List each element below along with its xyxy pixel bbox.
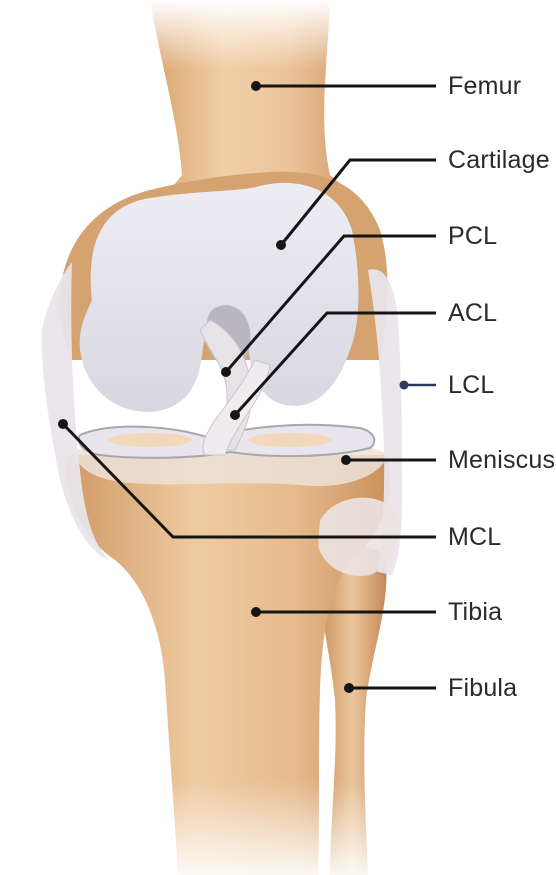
acl-label: ACL: [448, 298, 497, 328]
acl-dot: [230, 410, 240, 420]
lcl-label: LCL: [448, 370, 494, 400]
pcl-dot: [221, 367, 231, 377]
cartilage-dot: [276, 240, 286, 250]
femur-dot: [251, 81, 261, 91]
tibia-label: Tibia: [448, 597, 502, 627]
cartilage-label: Cartilage: [448, 145, 550, 175]
meniscus-dot: [341, 455, 351, 465]
femur-label: Femur: [448, 71, 521, 101]
lcl-dot: [400, 381, 409, 390]
fibula-dot: [344, 683, 354, 693]
tibia-dot: [251, 607, 261, 617]
mcl-label: MCL: [448, 522, 501, 552]
mcl-dot: [58, 419, 68, 429]
cartilage-shape: [80, 183, 359, 412]
pcl-label: PCL: [448, 221, 497, 251]
meniscus-label: Meniscus: [448, 445, 555, 475]
fibula-label: Fibula: [448, 673, 517, 703]
